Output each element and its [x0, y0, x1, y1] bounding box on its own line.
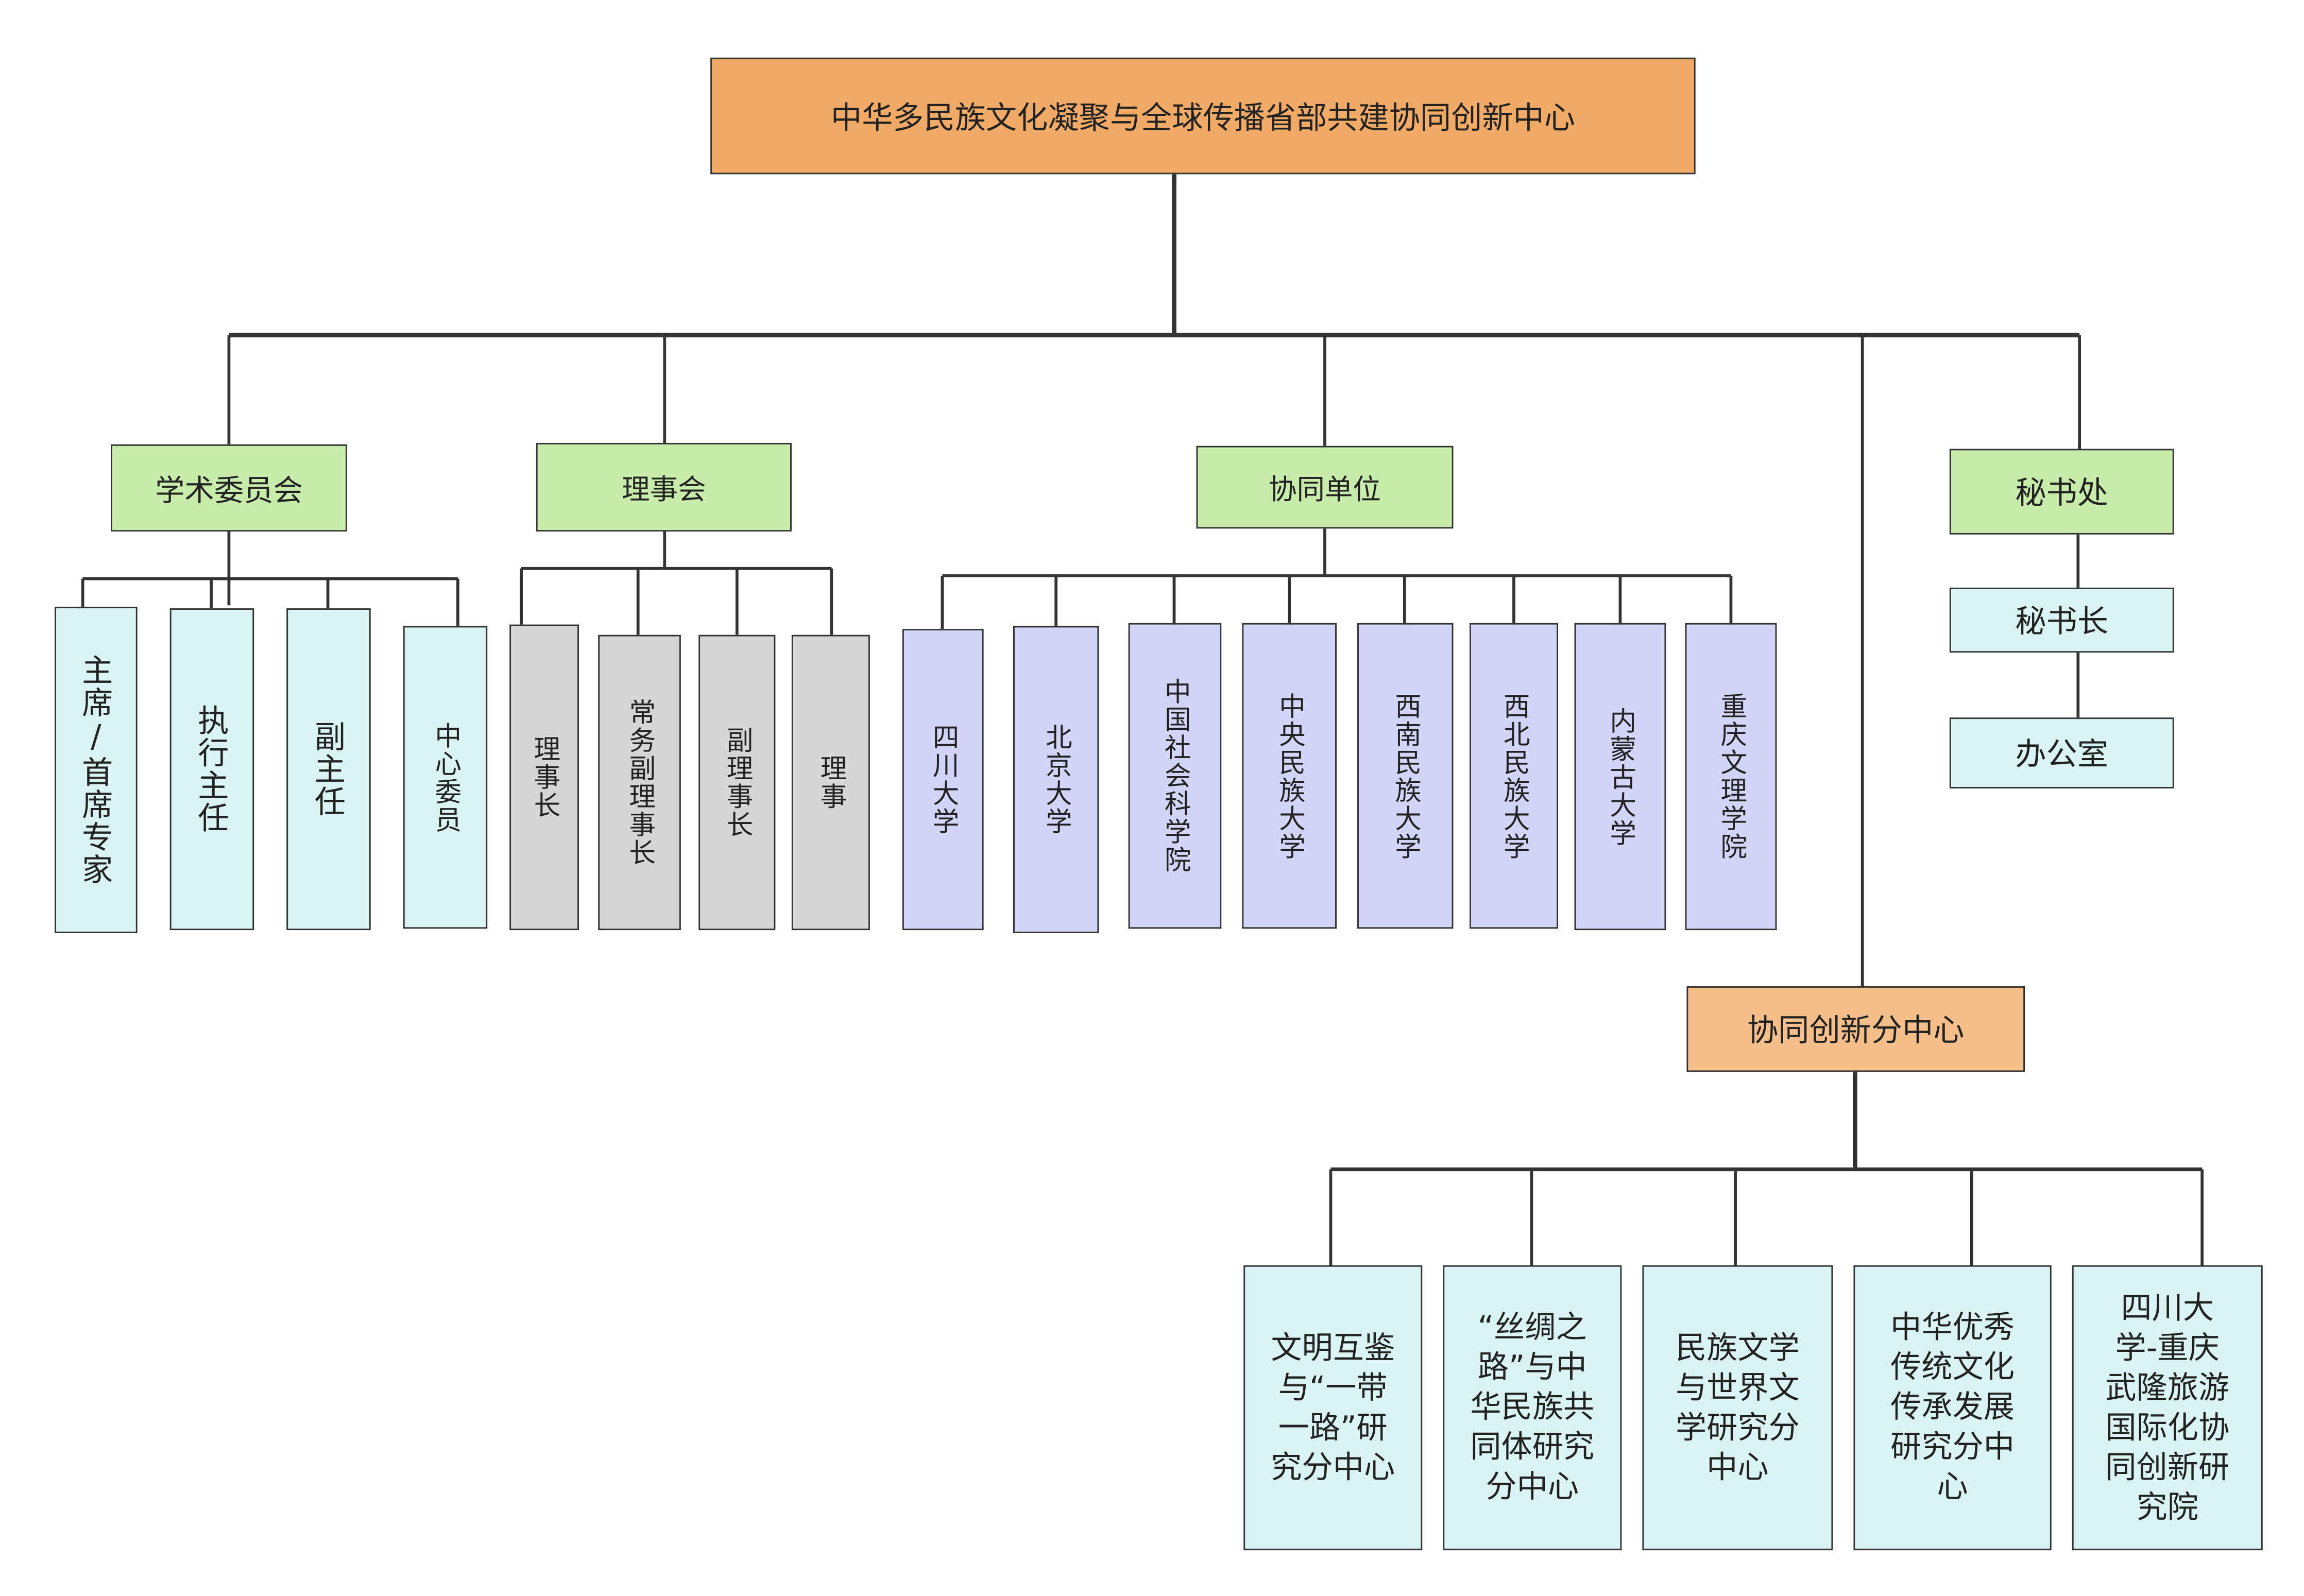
subcenters-label: 协同创新分中心: [1747, 1012, 1965, 1049]
partner-cqwu-box: 重庆文理学院: [1685, 623, 1777, 931]
partner-cass: 中国社会科学院: [1160, 677, 1191, 874]
secretariat-box: 秘书处: [1949, 449, 2174, 535]
council-director-box: 理事: [791, 634, 870, 931]
member-chair-box: 主席/首席专家: [55, 607, 138, 933]
subcenter-civilization: 文明互鉴 与“一带 一路”研 究分中心: [1271, 1329, 1395, 1485]
partners-box: 协同单位: [1196, 445, 1454, 529]
member-executive-director: 执行主任: [194, 704, 230, 834]
secretary-general-box: 秘书长: [1949, 587, 2174, 653]
secretariat-label: 秘书处: [2015, 475, 2109, 511]
council-executive-vice-box: 常务副理事长: [598, 634, 681, 931]
council-chairman: 理事长: [529, 735, 561, 820]
subcenter-wulong-box: 四川大 学-重庆 武隆旅游 国际化协 同创新研 究院: [2072, 1265, 2263, 1551]
academic-committee-box: 学术委员会: [111, 444, 347, 532]
council-vice: 副理事长: [722, 726, 754, 839]
partner-scu-box: 四川大学: [902, 629, 984, 931]
council-chairman-box: 理事长: [509, 624, 579, 931]
partners-label: 协同单位: [1268, 473, 1381, 506]
partner-muc: 中央民族大学: [1274, 692, 1306, 860]
partner-swun-box: 西南民族大学: [1357, 623, 1454, 929]
member-deputy-director: 副主任: [311, 720, 347, 818]
member-committee: 中心委员: [430, 721, 462, 834]
partner-xbmu-box: 西北民族大学: [1469, 623, 1559, 929]
subcenters-box: 协同创新分中心: [1686, 986, 2025, 1072]
council-box: 理事会: [536, 443, 792, 532]
office-box: 办公室: [1949, 717, 2174, 788]
center-title: 中华多民族文化凝聚与全球传播省部共建协同创新中心: [830, 99, 1575, 135]
subcenter-literature: 民族文学 与世界文 学研究分 中心: [1675, 1329, 1800, 1485]
member-executive-director-box: 执行主任: [169, 608, 254, 931]
partner-xbmu: 西北民族大学: [1499, 692, 1530, 860]
member-chair: 主席/首席专家: [78, 654, 114, 886]
subcenter-silk-road: “丝绸之 路”与中 华民族共 同体研究 分中心: [1470, 1309, 1595, 1505]
partner-cass-box: 中国社会科学院: [1128, 623, 1222, 929]
office: 办公室: [2015, 736, 2109, 773]
partner-scu: 四川大学: [928, 723, 960, 836]
council-label: 理事会: [622, 473, 706, 506]
subcenter-silk-road-box: “丝绸之 路”与中 华民族共 同体研究 分中心: [1443, 1265, 1622, 1551]
member-deputy-director-box: 副主任: [286, 608, 371, 931]
subcenter-wulong: 四川大 学-重庆 武隆旅游 国际化协 同创新研 究院: [2105, 1290, 2230, 1524]
partner-imu: 内蒙古大学: [1605, 706, 1636, 847]
council-vice-box: 副理事长: [698, 634, 776, 931]
partner-cqwu: 重庆文理学院: [1716, 692, 1748, 861]
subcenter-literature-box: 民族文学 与世界文 学研究分 中心: [1642, 1265, 1833, 1551]
center-title-box: 中华多民族文化凝聚与全球传播省部共建协同创新中心: [710, 57, 1696, 175]
secretary-general: 秘书长: [2015, 604, 2109, 640]
council-executive-vice: 常务副理事长: [624, 698, 656, 867]
member-committee-box: 中心委员: [403, 626, 488, 929]
subcenter-culture: 中华优秀 传统文化 传承发展 研究分中 心: [1890, 1309, 2015, 1505]
partner-imu-box: 内蒙古大学: [1574, 623, 1666, 931]
partner-pku-box: 北京大学: [1013, 626, 1099, 933]
partner-pku: 北京大学: [1041, 723, 1072, 836]
partner-swun: 西南民族大学: [1390, 692, 1422, 860]
academic-committee-label: 学术委员会: [155, 472, 303, 508]
council-director: 理事: [816, 754, 847, 811]
subcenter-civilization-box: 文明互鉴 与“一带 一路”研 究分中心: [1243, 1265, 1423, 1551]
subcenter-culture-box: 中华优秀 传统文化 传承发展 研究分中 心: [1853, 1265, 2052, 1551]
partner-muc-box: 中央民族大学: [1242, 623, 1337, 929]
